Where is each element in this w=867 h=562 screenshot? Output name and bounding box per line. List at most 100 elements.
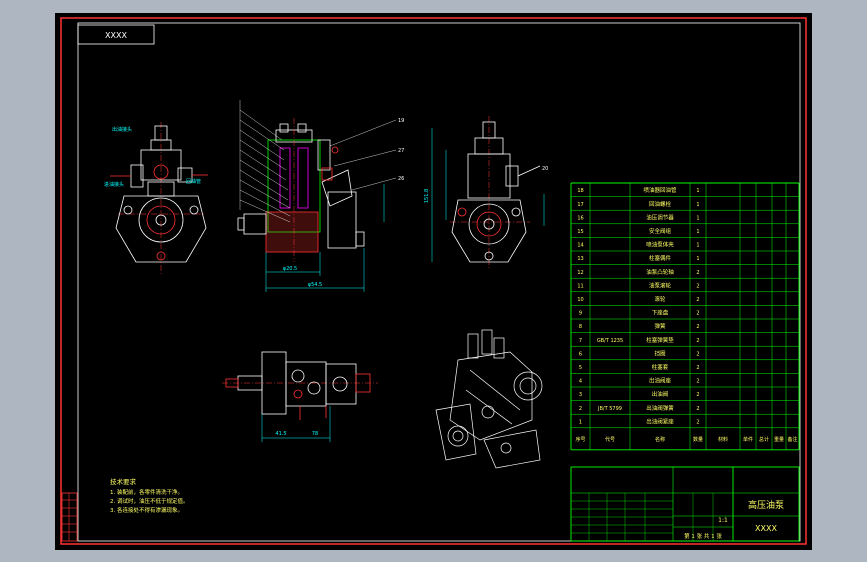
bom-header-cell: 序号 — [575, 436, 585, 443]
balloon-b: 27 — [398, 148, 404, 154]
bom-row-no: 14 — [577, 243, 583, 249]
bom-row-no: 16 — [577, 215, 583, 221]
left-label-2: 进油接头 — [104, 181, 124, 188]
dim-4: 41.5 — [275, 431, 286, 437]
bom-row-qty: 2 — [696, 392, 699, 398]
bom-row-no: 18 — [577, 188, 583, 194]
bom-row-name: 挡圈 — [654, 349, 666, 357]
bom-row-code: GB/T 1235 — [597, 338, 623, 344]
bom-row-qty: 1 — [696, 188, 699, 194]
note-line-1: 1. 装配前，各零件清洗干净。 — [110, 488, 183, 496]
bom-row-name: 回油螺栓 — [649, 200, 672, 208]
side-dims — [431, 128, 545, 262]
top-view — [222, 351, 378, 420]
bom-header-cell: 重量 — [774, 436, 784, 443]
bom-row-qty: 1 — [696, 215, 699, 221]
drawing-code: XXXX — [755, 524, 777, 533]
bom-row-name: 安全阀组 — [649, 227, 672, 235]
bom-row-name: 弹簧 — [654, 322, 666, 330]
bom-header-cell: 材料 — [718, 436, 728, 443]
bom-row-no: 2 — [579, 406, 582, 412]
bom-row-no: 5 — [579, 365, 582, 371]
bom-row-name: 出油阀座 — [649, 377, 672, 385]
bom-header-cell: 备注 — [787, 436, 797, 443]
section-dims — [265, 184, 385, 292]
bom-row-no: 4 — [579, 379, 582, 385]
drawing-name: 高压油泵 — [748, 499, 784, 511]
bom-row-qty: 2 — [696, 351, 699, 357]
dim-3: 151.8 — [424, 189, 430, 203]
bom-row-qty: 2 — [696, 324, 699, 330]
balloon-d: 20 — [542, 166, 548, 172]
bom-row-no: 10 — [577, 297, 583, 303]
side-view-right — [450, 116, 541, 270]
bom-row-qty: 2 — [696, 365, 699, 371]
bom-row-no: 3 — [579, 392, 582, 398]
bom-row-no: 9 — [579, 311, 582, 317]
bom-table — [570, 182, 800, 451]
margin-strip — [61, 492, 78, 542]
paper — [55, 13, 812, 550]
bom-row-qty: 2 — [696, 406, 699, 412]
bom-row-no: 12 — [577, 270, 583, 276]
bom-header-cell: 单件 — [743, 436, 753, 443]
bom-row-name: 油泵滚轮 — [649, 281, 672, 289]
bom-row-no: 8 — [579, 324, 582, 330]
bom-row-name: 滚轮 — [654, 295, 666, 303]
bom-row-name: 油压调节器 — [646, 213, 674, 221]
bom-header-cell: 名称 — [655, 436, 665, 443]
bom-row-name: 出油阀弹簧 — [646, 404, 674, 412]
bom-row-name: 出油阀紧座 — [646, 417, 674, 425]
section-leaders — [239, 100, 397, 223]
bom-header-cell: 代号 — [605, 436, 615, 443]
bom-row-qty: 2 — [696, 311, 699, 317]
balloon-a: 19 — [398, 118, 404, 124]
bom-row-no: 7 — [579, 338, 582, 344]
front-view-left — [110, 122, 208, 275]
bom-row-name: 喷油器回油管 — [643, 186, 677, 194]
left-label-1: 出油接头 — [112, 126, 132, 133]
bom-row-name: 出油阀 — [652, 390, 669, 398]
bom-row-no: 13 — [577, 256, 583, 262]
bom-row-qty: 1 — [696, 256, 699, 262]
bom-row-name: 喷油泵体壳 — [646, 241, 674, 249]
bom-row-qty: 2 — [696, 419, 699, 425]
outer-border — [60, 17, 807, 545]
scale-value: 1:1 — [718, 517, 728, 524]
balloon-c: 26 — [398, 176, 404, 182]
notes-heading: 技术要求 — [110, 477, 137, 486]
bom-row-no: 11 — [577, 283, 583, 289]
dim-1: φ20.5 — [283, 266, 297, 272]
isometric-view — [435, 329, 543, 469]
bom-row-name: 柱塞弹簧垫 — [646, 336, 674, 344]
title-block — [570, 466, 800, 542]
sheet-label: 第 1 张 共 1 张 — [684, 532, 722, 540]
left-label-3: 回油管 — [186, 178, 201, 185]
bom-row-qty: 1 — [696, 243, 699, 249]
section-view — [237, 118, 365, 262]
note-line-2: 2. 调试时，油压不低于规定值。 — [110, 497, 189, 505]
inner-border — [77, 22, 801, 542]
note-line-3: 3. 各连接处不得有渗漏现象。 — [110, 506, 183, 514]
bom-row-name: 油泵凸轮轴 — [646, 268, 674, 276]
bom-row-qty: 2 — [696, 270, 699, 276]
bom-row-name: 下座盘 — [652, 309, 669, 317]
bom-row-name: 柱塞偶件 — [649, 254, 672, 262]
bom-row-qty: 1 — [696, 229, 699, 235]
bom-row-qty: 2 — [696, 338, 699, 344]
bom-row-code: JB/T 5799 — [597, 406, 622, 412]
bom-row-name: 柱塞套 — [652, 363, 669, 371]
bom-header-cell: 总计 — [759, 436, 769, 443]
bom-row-no: 17 — [577, 202, 583, 208]
code-box-text: XXXX — [105, 31, 127, 40]
bom-header-cell: 数量 — [693, 436, 703, 443]
dim-5: 78 — [312, 431, 318, 437]
code-box — [77, 24, 155, 45]
dim-2: φ54.5 — [308, 282, 322, 288]
bom-row-qty: 1 — [696, 202, 699, 208]
bom-row-no: 6 — [579, 351, 582, 357]
bom-row-qty: 2 — [696, 297, 699, 303]
